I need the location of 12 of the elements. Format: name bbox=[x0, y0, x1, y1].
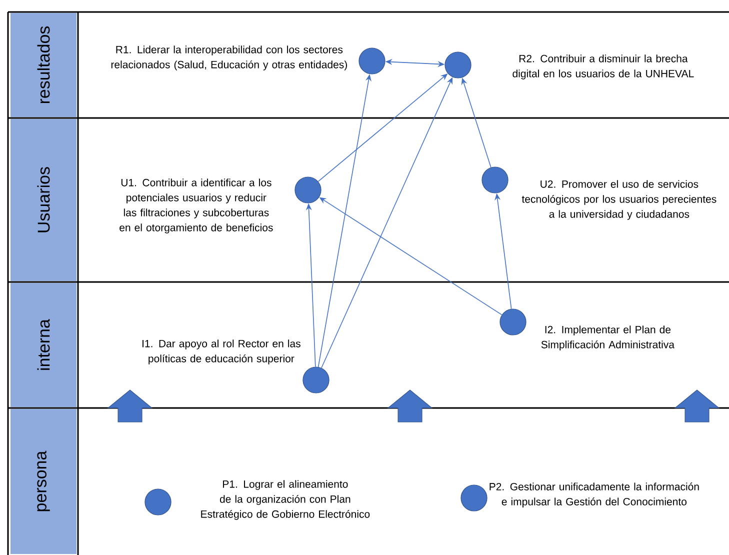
lane-label: Usuarios bbox=[10, 119, 76, 281]
node-caption: P1. Lograr el alineamiento de la organización con Plan Estratégico de Gobierno Electrónico bbox=[201, 480, 370, 520]
node-caption: R1. Liderar la interoperabilidad con los sectores relacionados (Salud, Educación y otras entidades) bbox=[111, 46, 347, 70]
lane-label: resultados bbox=[10, 13, 76, 117]
node-caption: I2. Implementar el Plan de Simplificación Administrativa bbox=[541, 326, 674, 350]
lane-label: interna bbox=[10, 283, 76, 407]
lane-label: persona bbox=[10, 409, 76, 554]
node-caption: U2. Promover el uso de servicios tecnológicos por los usuarios perecientes a la universidad y ciudadanos bbox=[522, 180, 716, 220]
node-caption: I1. Dar apoyo al rol Rector en las políticas de educación superior bbox=[142, 340, 300, 364]
node-caption: P2. Gestionar unificadamente la información e impulsar la Gestión del Conocimiento bbox=[490, 482, 699, 508]
node-caption: U1. Contribuir a identificar a los potenciales usuarios y reducir las filtraciones y subcoberturas en el otorgamiento de beneficios bbox=[120, 178, 273, 234]
node-caption: R2. Contribuir a disminuir la brecha digital en los usuarios de la UNHEVAL bbox=[512, 54, 694, 80]
